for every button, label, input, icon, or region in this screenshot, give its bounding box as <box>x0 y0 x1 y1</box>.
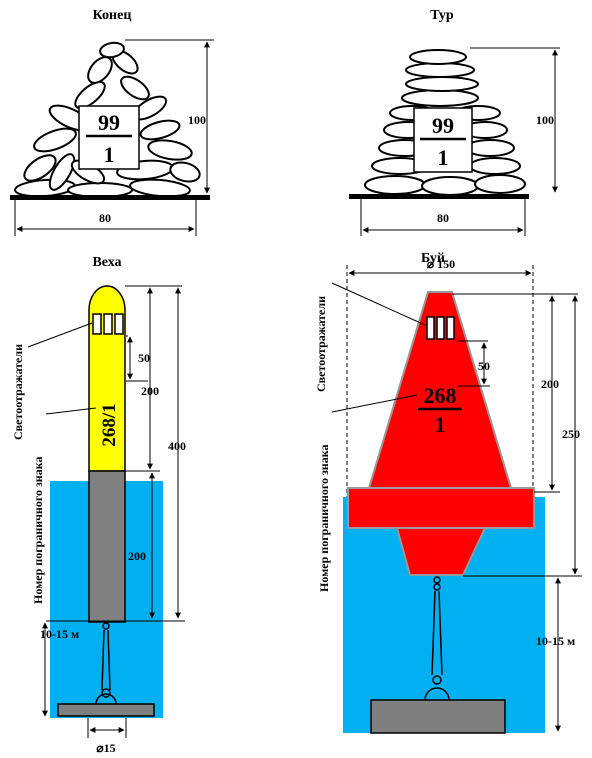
vekha-figure: Веха 268/1 Светоотражатели Номер пограни… <box>11 255 186 755</box>
buy-number-leader <box>331 394 418 413</box>
vekha-label-number: Номер пограничного знака <box>31 457 45 604</box>
tur-figure: Тур 99 1 100 80 <box>349 8 560 236</box>
vekha-50-label: 50 <box>138 351 150 365</box>
konets-sign-plate <box>78 105 140 170</box>
buy-reflectors <box>426 316 455 340</box>
tur-ground <box>349 194 529 199</box>
konets-sign-top: 99 <box>98 110 120 135</box>
buy-number-bottom: 1 <box>435 412 446 437</box>
buy-depth-label: 10-15 м <box>536 634 575 648</box>
konets-width-label: 80 <box>99 211 111 225</box>
vekha-200-top-label: 200 <box>141 384 159 398</box>
vekha-400-label: 400 <box>168 439 186 453</box>
vekha-chain <box>95 622 117 705</box>
buy-label-number: Номер пограничного знака <box>317 445 331 592</box>
konets-ground <box>10 195 210 200</box>
vekha-title: Веха <box>92 255 121 270</box>
buy-50-label: 50 <box>478 359 490 373</box>
konets-title: Конец <box>93 8 132 23</box>
tur-sign-bottom: 1 <box>438 145 449 170</box>
buy-chain <box>424 576 450 701</box>
tur-height-label: 100 <box>536 113 554 127</box>
buy-label-reflectors: Светоотражатели <box>314 296 328 392</box>
konets-sign-bottom: 1 <box>104 142 115 167</box>
vekha-diam-label: ⌀15 <box>96 741 115 755</box>
buy-cone-bottom <box>395 527 487 576</box>
buy-number-top: 268 <box>424 383 457 408</box>
buy-diam-label: ⌀ 150 <box>427 257 455 271</box>
vekha-pole-number: 268/1 <box>99 403 120 446</box>
buy-250-label: 250 <box>562 427 580 441</box>
vekha-anchor <box>57 703 155 717</box>
buy-reflectors-leader <box>331 282 426 326</box>
buy-figure: Буй ⌀ 150 268 1 <box>314 251 582 734</box>
buy-collar <box>347 487 535 529</box>
tur-sign-top: 99 <box>432 113 454 138</box>
vekha-number-leader <box>45 407 97 415</box>
vekha-reflectors-leader <box>27 322 93 348</box>
konets-height-label: 100 <box>188 113 206 127</box>
vekha-label-reflectors: Светоотражатели <box>11 344 25 440</box>
vekha-reflectors <box>92 313 124 335</box>
tur-title: Тур <box>430 8 454 23</box>
konets-stone-pile <box>14 41 201 198</box>
vekha-depth-label: 10-15 м <box>40 627 79 641</box>
vekha-pole-bottom <box>88 470 126 623</box>
buy-200-label: 200 <box>541 377 559 391</box>
vekha-200-bottom-label: 200 <box>128 549 146 563</box>
tur-width-label: 80 <box>437 211 449 225</box>
buy-anchor <box>370 699 506 734</box>
buy-title: Буй <box>421 251 445 266</box>
konets-figure: Конец 99 1 <box>10 8 214 236</box>
